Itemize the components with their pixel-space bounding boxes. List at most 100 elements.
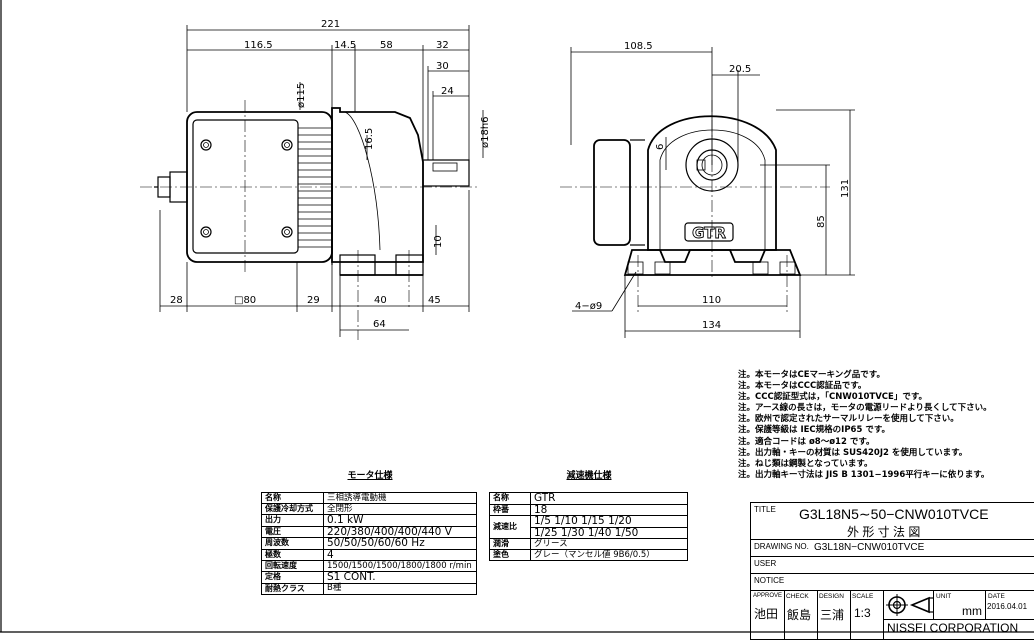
spec-value: GTR [530, 492, 688, 505]
spec-value: グリース [530, 538, 688, 550]
spec-value: グレー（マンセル値 9B6/0.5） [530, 549, 688, 561]
motor-spec-title: モータ仕様 [347, 471, 393, 481]
dim-base-width: 134 [702, 320, 721, 331]
spec-value: 1/5 1/10 1/15 1/20 [530, 515, 688, 528]
title-row: TITLE G3L18N5∼50−CNW010TVCE 外 形 寸 法 図 [751, 503, 1034, 540]
dim-key-offset: 20.5 [729, 64, 751, 75]
spec-key: 名称 [489, 492, 531, 505]
spec-key: 周波数 [261, 537, 324, 550]
note: 注。保護等級は IEC規格のIP65 です。 [738, 425, 890, 436]
drawing-number: G3L18N−CNW010TVCE [814, 542, 925, 553]
unit-value: mm [962, 604, 982, 618]
title-main: G3L18N5∼50−CNW010TVCE [799, 506, 989, 522]
dim-center-height: 85 [816, 215, 827, 228]
spec-key: 保護冷却方式 [261, 503, 324, 515]
dim-foot-height: 10 [433, 235, 444, 248]
note: 注。本モータはCCC認証品です。 [738, 381, 867, 392]
title-sub: 外 形 寸 法 図 [847, 525, 921, 539]
approve-name: 池田 [754, 607, 779, 621]
spec-key: 定格 [261, 571, 324, 584]
spec-value: 1/25 1/30 1/40 1/50 [530, 526, 688, 539]
date-value: 2016.04.01 [987, 602, 1028, 611]
company-name: NISSEI CORPORATION [887, 621, 1019, 635]
spec-key: 枠番 [489, 503, 531, 516]
dim-shaft-key: 30 [436, 61, 449, 72]
note: 注。アース線の長さは，モータの電源リードより長くして下さい。 [738, 403, 992, 414]
spec-key: 減速比 [489, 515, 531, 539]
check-name: 飯島 [787, 608, 812, 622]
spec-value: S1 CONT. [323, 571, 477, 584]
front-view: 108.5 20.5 6 GTR 1 [560, 41, 855, 338]
dim-foot-offset: 45 [428, 295, 441, 306]
dim-flange: 14.5 [334, 40, 356, 51]
dim-key-height: 6 [655, 144, 666, 150]
spec-value: 220/380/400/400/440 V [323, 525, 477, 538]
spec-value: 4 [323, 548, 477, 561]
spec-key: 電圧 [261, 525, 324, 538]
reducer-spec-title: 減速機仕様 [566, 471, 612, 481]
spec-value: 50/50/50/60/60 Hz [323, 537, 477, 550]
title-label: TITLE [754, 505, 776, 514]
gtr-logo: GTR [692, 224, 726, 242]
dim-holes: 4−ø9 [575, 301, 602, 312]
dim-gear-length: 58 [380, 40, 393, 51]
title-block: TITLE G3L18N5∼50−CNW010TVCE 外 形 寸 法 図 DR… [750, 502, 1034, 640]
dim-shaft-offset: 16.5 [364, 128, 375, 150]
note: 注。欧州で認定されたサーマルリレーを使用して下さい。 [738, 414, 959, 425]
unit-label: UNIT [936, 593, 952, 600]
spec-key: 回転速度 [261, 560, 324, 572]
dim-box-offset: 29 [307, 295, 320, 306]
user-row: USER [751, 557, 1034, 574]
note: 注。出力軸キー寸法は JIS B 1301−1996平行キーに依ります。 [738, 469, 990, 480]
spec-value: 三相誘導電動機 [323, 492, 477, 504]
user-label: USER [754, 559, 777, 568]
note: 注。適合コードは ø8～ø12 です。 [738, 436, 875, 447]
dim-motor-length: 116.5 [244, 40, 273, 51]
notes: 注。本モータはCEマーキング品です。 注。本モータはCCC認証品です。 注。CC… [738, 370, 992, 481]
note: 注。本モータはCEマーキング品です。 [738, 370, 885, 380]
spec-key: 塗色 [489, 549, 531, 561]
spec-key: 潤滑 [489, 538, 531, 550]
spec-value: 18 [530, 503, 688, 516]
dim-motor-dia: ø115 [296, 83, 307, 108]
drawing-row: DRAWING NO. G3L18N−CNW010TVCE [751, 540, 1034, 557]
note: 注。ねじ類は鋼製となっています。 [738, 458, 873, 469]
spec-key: 名称 [261, 492, 324, 504]
projection-symbol-icon [886, 594, 933, 616]
dim-total-height: 131 [840, 179, 851, 198]
dim-front-width: 108.5 [624, 41, 653, 52]
spec-key: 出力 [261, 514, 324, 527]
design-label: DESIGN [819, 593, 844, 600]
date-label: DATE [988, 593, 1005, 600]
check-label: CHECK [786, 593, 809, 600]
dim-overall-length: 221 [321, 19, 340, 30]
dim-box-width: □80 [234, 295, 256, 306]
drawing-label: DRAWING NO. [754, 542, 809, 551]
note: 注。出力軸・キーの材質は SUS420J2 を使用しています。 [738, 447, 968, 458]
dim-foot-span: 64 [373, 319, 386, 330]
dim-conduit: 28 [170, 295, 183, 306]
spec-value: 0.1 kW [323, 514, 477, 527]
dim-key-length: 24 [441, 86, 454, 97]
spec-key: 極数 [261, 548, 324, 561]
spec-value: 1500/1500/1500/1800/1800 r/min [323, 560, 477, 572]
approval-row: APPROVE 池田 CHECK 飯島 DESIGN 三浦 SCALE 1:3 [751, 591, 1034, 639]
note: 注。CCC認証型式は，「CNW010TVCE」です。 [738, 392, 928, 403]
dim-shaft-dia: ø18h6 [480, 116, 491, 148]
side-view: 221 116.5 14.5 58 32 30 24 ø115 ø18h6 16… [140, 19, 491, 340]
approve-label: APPROVE [753, 593, 783, 599]
dim-foot-spacing: 110 [702, 295, 721, 306]
notice-label: NOTICE [754, 576, 785, 585]
scale-value: 1:3 [854, 606, 871, 620]
spec-key: 耐熱クラス [261, 582, 324, 595]
scale-label: SCALE [852, 593, 874, 600]
design-name: 三浦 [820, 608, 845, 622]
dim-shaft-length: 32 [436, 40, 449, 51]
dim-foot-length: 40 [374, 295, 387, 306]
spec-value: B種 [323, 582, 477, 595]
spec-value: 全閉形 [323, 503, 477, 515]
notice-row: NOTICE [751, 574, 1034, 591]
